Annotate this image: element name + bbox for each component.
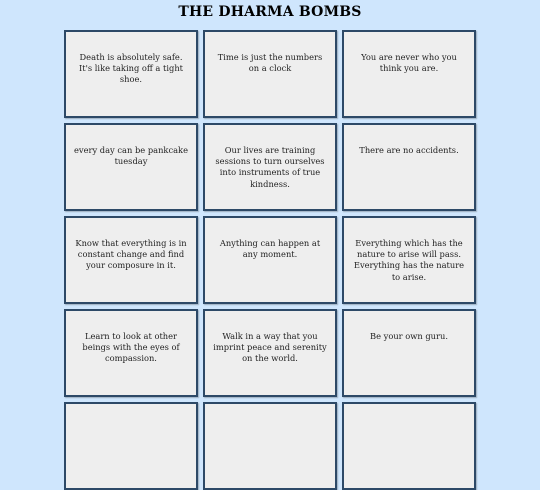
quote-grid: Death is absolutely safe. It's like taki… bbox=[64, 30, 477, 490]
quote-card[interactable]: Death is absolutely safe. It's like taki… bbox=[64, 30, 198, 118]
quote-card[interactable]: You are never who you think you are. bbox=[342, 30, 476, 118]
page-title: THE DHARMA BOMBS bbox=[178, 4, 362, 20]
quote-card[interactable]: Walk in a way that you imprint peace and… bbox=[203, 309, 337, 397]
quote-card[interactable]: Our lives are training sessions to turn … bbox=[203, 123, 337, 211]
quote-card[interactable]: There are no accidents. bbox=[342, 123, 476, 211]
quote-card[interactable]: Anything can happen at any moment. bbox=[203, 216, 337, 304]
quote-card[interactable]: Learn to look at other beings with the e… bbox=[64, 309, 198, 397]
quote-card[interactable] bbox=[342, 402, 476, 490]
quote-card[interactable]: Time is just the numbers on a clock bbox=[203, 30, 337, 118]
quote-card[interactable]: every day can be pankcake tuesday bbox=[64, 123, 198, 211]
quote-card[interactable]: Everything which has the nature to arise… bbox=[342, 216, 476, 304]
quote-card[interactable]: Know that everything is in constant chan… bbox=[64, 216, 198, 304]
quote-card[interactable] bbox=[203, 402, 337, 490]
quote-card[interactable] bbox=[64, 402, 198, 490]
quote-card[interactable]: Be your own guru. bbox=[342, 309, 476, 397]
